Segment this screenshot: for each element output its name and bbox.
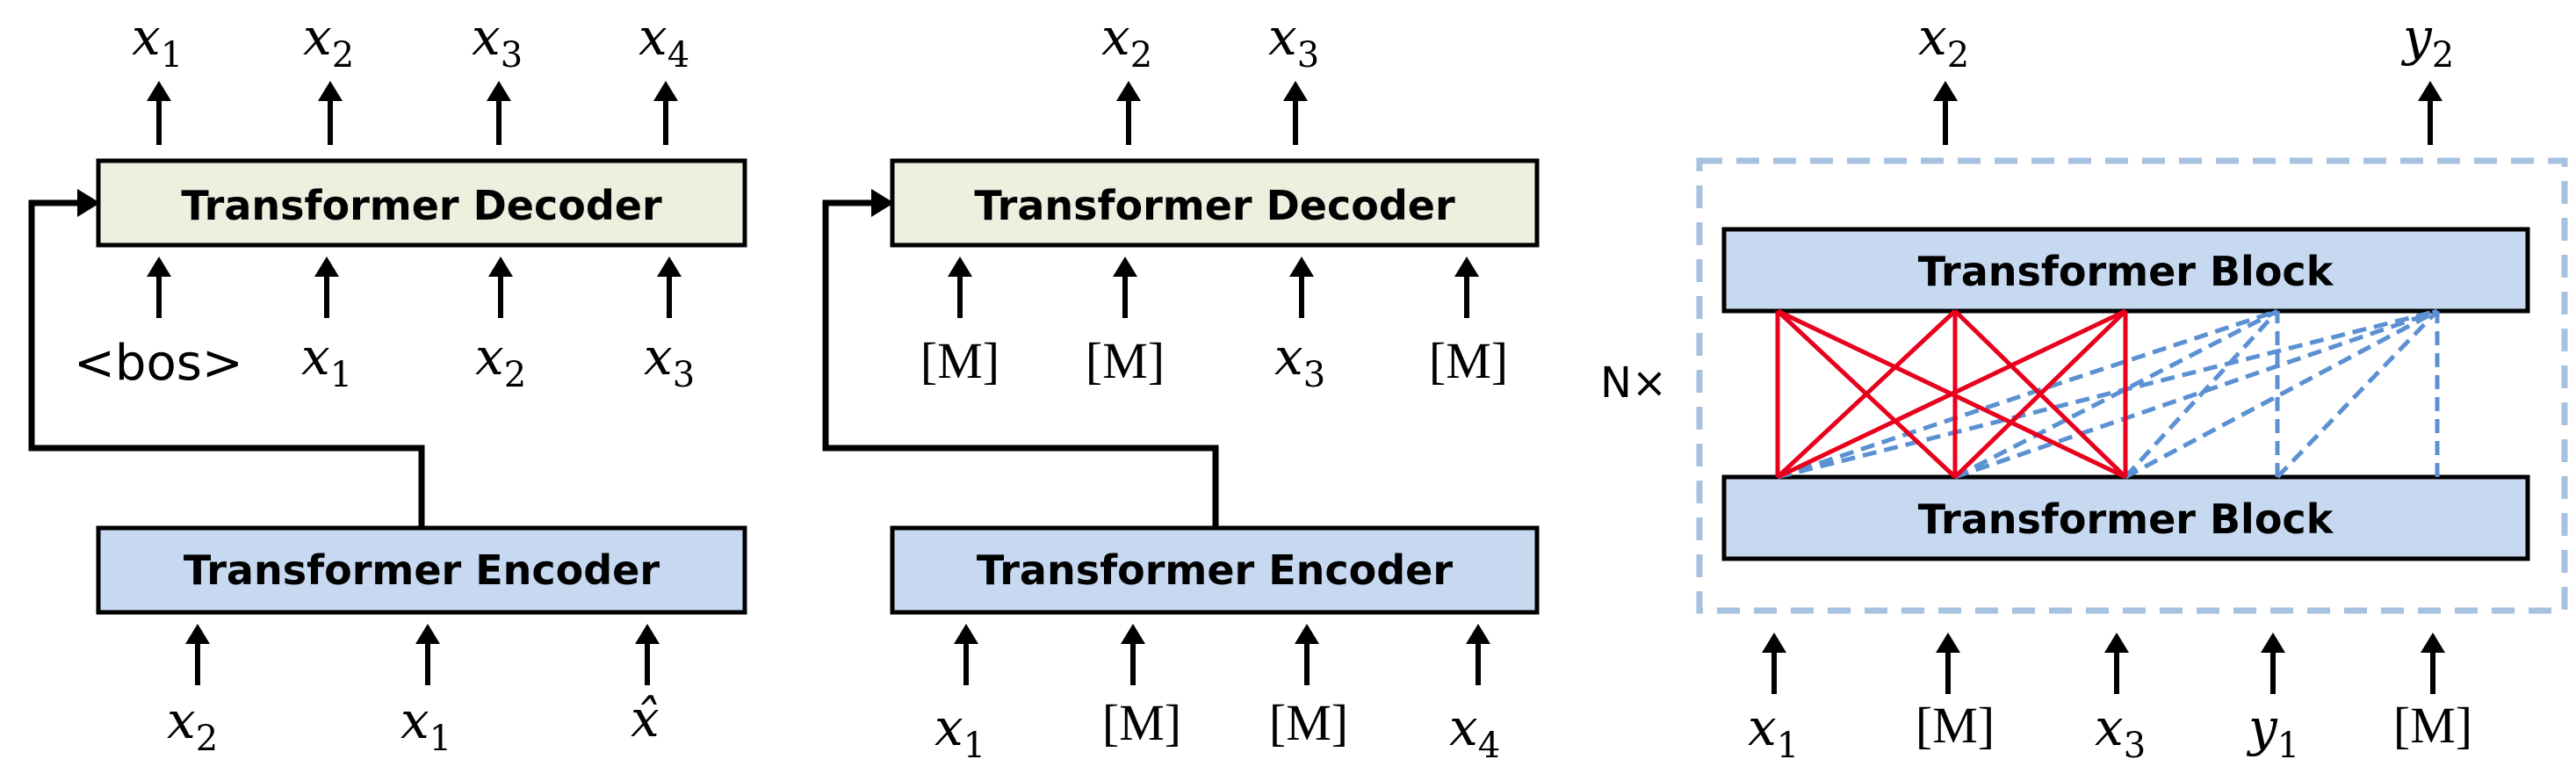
decoder-input-token: [M] [920,332,999,389]
encoder-input-token: x4 [1449,698,1500,766]
red-attention-lines [1775,308,2128,480]
output-arrows-3 [1933,81,2443,145]
encoder-input-token: [M] [1102,694,1181,751]
output-token: x2 [1101,7,1152,76]
input-token: [M] [1916,697,1995,754]
output-token: x4 [639,7,689,76]
input-token: [M] [2393,697,2472,754]
encoder-input-token: x1 [934,698,985,766]
output-token: x3 [1268,7,1319,76]
decoder-input-token: x3 [644,327,695,395]
input-token: x3 [2095,698,2146,766]
blue-attention-lines [1777,308,2440,480]
panel-1: Transformer Decoder Transformer Encoder … [28,7,747,759]
encoder-input-arrows-2 [954,624,1490,685]
repeat-frame [1696,157,2568,614]
encoder-label-2: Transformer Encoder [977,546,1453,594]
encoder-label-1: Transformer Encoder [184,546,660,594]
enc-dec-arrowhead-2 [871,189,894,217]
output-arrows-2 [1116,81,1308,145]
encoder-input-arrows-1 [185,624,660,685]
input-arrows-3 [1762,633,2445,694]
encoder-box-2 [890,525,1540,615]
enc-dec-connector-2 [822,199,1219,528]
top-transformer-block [1721,227,2530,314]
panel-2: Transformer Decoder Transformer Encoder … [822,7,1540,766]
output-token: x1 [132,7,183,76]
encoder-input-token: x1 [400,691,451,759]
decoder-input-token: x1 [301,327,352,395]
encoder-box-1 [96,525,747,615]
enc-dec-arrowhead-1 [77,189,100,217]
enc-dec-connector-1 [28,199,425,528]
output-token: x3 [472,7,523,76]
input-token: y1 [2246,698,2299,766]
decoder-input-arrows-2 [948,257,1479,318]
encoder-input-token: [M] [1269,694,1348,751]
encoder-input-token: x̂ [631,689,660,748]
decoder-label-2: Transformer Decoder [974,182,1455,229]
output-token: x2 [303,7,354,76]
input-token: x1 [1748,698,1799,766]
output-token: y2 [2400,7,2454,76]
top-block-label: Transformer Block [1918,248,2334,295]
decoder-input-token: [M] [1086,332,1165,389]
decoder-input-arrows-1 [147,257,682,318]
decoder-label-1: Transformer Decoder [181,182,662,229]
repeat-label: N× [1600,358,1667,408]
encoder-input-token: x2 [167,691,218,759]
bottom-transformer-block [1721,474,2530,561]
decoder-input-token: [M] [1429,332,1508,389]
output-arrows-1 [147,81,678,145]
decoder-input-token: x3 [1274,327,1325,395]
panel-3: Transformer Block Transformer Block N× [1600,7,2568,766]
output-token: x2 [1918,7,1969,76]
bottom-block-label: Transformer Block [1918,495,2334,543]
decoder-input-token: <bos> [74,335,243,392]
decoder-input-token: x2 [475,327,526,395]
